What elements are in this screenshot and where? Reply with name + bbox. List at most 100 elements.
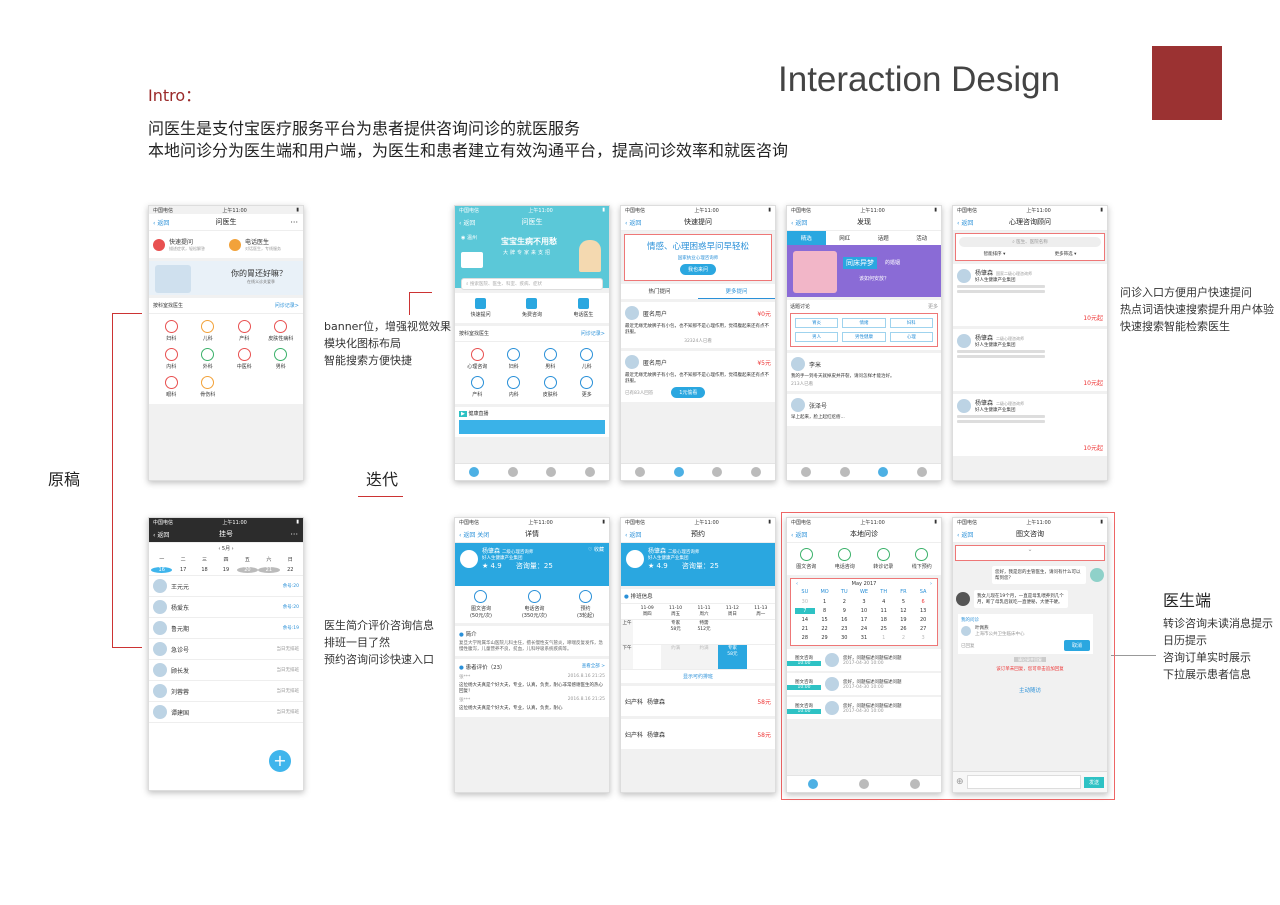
tab-consult[interactable] bbox=[507, 467, 518, 477]
tab-consult[interactable] bbox=[839, 467, 850, 477]
phone-doctor-button[interactable]: 电话医生对话医生，专线服务 bbox=[229, 237, 299, 252]
question-card[interactable]: 匿名用户¥5元 最近无缘无故脾子有小包，也不知那不是心理作用，觉得腹起来还有点不… bbox=[621, 351, 775, 402]
tab-home[interactable] bbox=[807, 779, 818, 789]
calendar-day[interactable]: 20 bbox=[919, 617, 927, 623]
doctor-row[interactable]: 杨爱东余号:20 bbox=[149, 597, 303, 618]
tab-mine[interactable] bbox=[584, 467, 595, 477]
calendar-day[interactable]: 9 bbox=[842, 608, 846, 614]
consult-action[interactable]: 转诊记录 bbox=[873, 548, 893, 570]
topic-tag[interactable]: 情绪 bbox=[842, 318, 886, 328]
follow-up-button[interactable]: 主动随访 bbox=[1018, 688, 1041, 694]
question-card[interactable]: 匿名用户¥0元 最近无缘无故脾子有小包，也不知那不是心理作用，觉得腹起来还有点不… bbox=[621, 302, 775, 348]
calendar-day[interactable]: 21 bbox=[801, 626, 809, 632]
calendar-day[interactable]: 28 bbox=[801, 635, 809, 641]
calendar-day[interactable]: 11 bbox=[880, 608, 887, 614]
patient-card[interactable]: 我的问诊 叶佩燕上海市公共卫生临床中心 已回复取消 bbox=[958, 614, 1093, 654]
quick-ask-button[interactable]: 快速提问描述症状，轻松解答 bbox=[153, 237, 223, 252]
tab-message[interactable] bbox=[858, 779, 869, 789]
topic-tag[interactable]: 男人 bbox=[795, 332, 839, 342]
back-button[interactable]: ‹ 返回 bbox=[957, 219, 974, 227]
calendar-day[interactable]: 7 bbox=[795, 608, 815, 614]
topic-tag[interactable]: 心理 bbox=[889, 332, 933, 342]
department-item[interactable]: 儿科 bbox=[569, 348, 606, 370]
back-button[interactable]: ‹ 返回 bbox=[791, 531, 808, 539]
day-cell[interactable]: 16 bbox=[151, 567, 173, 573]
department-item[interactable]: 内科 bbox=[153, 348, 190, 370]
department-item[interactable]: 男科 bbox=[263, 348, 300, 370]
doctor-row[interactable]: 刘蓉蓉当日无排班 bbox=[149, 681, 303, 702]
calendar-day[interactable]: 15 bbox=[821, 617, 828, 623]
tab-discover[interactable] bbox=[878, 467, 889, 477]
department-item[interactable]: 心理咨询 bbox=[459, 348, 496, 370]
department-item[interactable]: 产科 bbox=[459, 376, 496, 398]
plus-icon[interactable]: ⊕ bbox=[956, 777, 964, 787]
tab-discover[interactable] bbox=[546, 467, 557, 477]
record-link[interactable]: 问诊记录> bbox=[580, 331, 605, 337]
back-button[interactable]: ‹ 返回 bbox=[791, 219, 808, 227]
calendar-day[interactable]: 6 bbox=[921, 599, 925, 605]
department-item[interactable]: 外科 bbox=[190, 348, 227, 370]
department-item[interactable]: 内科 bbox=[496, 376, 533, 398]
calendar-day[interactable]: 4 bbox=[882, 599, 886, 605]
post-card[interactable]: 张泽号 早上起来，脸上起红疙瘩... bbox=[787, 394, 941, 426]
department-item[interactable]: 妇科 bbox=[496, 348, 533, 370]
calendar-day[interactable]: 26 bbox=[900, 626, 907, 632]
send-button[interactable]: 发送 bbox=[1083, 776, 1104, 788]
month-switcher[interactable]: ‹ 5月 › bbox=[218, 546, 234, 552]
day-cell[interactable]: 17 bbox=[179, 567, 187, 573]
calendar-day[interactable]: 25 bbox=[880, 626, 887, 632]
more-icon[interactable]: ··· bbox=[290, 217, 298, 227]
doctor-row[interactable]: 急诊号当日无排班 bbox=[149, 639, 303, 660]
tab-more[interactable]: 更多提问 bbox=[698, 284, 775, 299]
action-item[interactable]: 免费咨询 bbox=[522, 298, 542, 318]
tab-home[interactable] bbox=[469, 467, 480, 477]
doctor-row[interactable]: 鲁元期余号:19 bbox=[149, 618, 303, 639]
promo-banner[interactable]: 你的胃还好嘛？ 在线义诊关爱季 bbox=[149, 261, 303, 295]
back-button[interactable]: ‹ 返回 bbox=[957, 531, 974, 539]
calendar-day[interactable]: 17 bbox=[860, 617, 868, 623]
service-item[interactable]: 图文咨询(50元/次) bbox=[470, 590, 492, 619]
show-schedule-link[interactable]: 显示可约排班 bbox=[621, 669, 775, 683]
city-selector[interactable]: ◉ 温州 bbox=[461, 235, 477, 241]
peek-button[interactable]: 1元偷看 bbox=[671, 387, 706, 398]
back-button[interactable]: ‹ 返回 关闭 bbox=[459, 531, 490, 539]
discover-tab[interactable]: 精选 bbox=[787, 231, 826, 245]
calendar-day[interactable]: 27 bbox=[919, 626, 927, 632]
department-item[interactable]: 眼科 bbox=[153, 376, 190, 398]
service-item[interactable]: 电话咨询(350元/次) bbox=[522, 590, 547, 619]
record-link[interactable]: 问诊记录> bbox=[274, 303, 299, 309]
calendar-day[interactable]: 30 bbox=[841, 635, 848, 641]
tab-mine[interactable] bbox=[750, 467, 761, 477]
back-button[interactable]: ‹ 返回 bbox=[153, 219, 170, 227]
filter-dropdown[interactable]: 更多筛选 ▾ bbox=[1054, 252, 1077, 257]
view-all-reviews-link[interactable]: 查看全部 > bbox=[581, 664, 605, 669]
calendar-day[interactable]: 19 bbox=[900, 617, 907, 623]
calendar-day[interactable]: 13 bbox=[919, 608, 927, 614]
discover-banner[interactable]: 同床异梦 的婚姻 该如何安放？ bbox=[787, 245, 941, 297]
discover-tab[interactable]: 话题 bbox=[877, 236, 889, 242]
back-button[interactable]: ‹ 返回 bbox=[625, 531, 642, 539]
search-input[interactable]: ⌕ 医生、医院名称 bbox=[959, 237, 1101, 247]
department-item[interactable]: 男科 bbox=[532, 348, 569, 370]
tab-mine[interactable] bbox=[910, 779, 921, 789]
search-input[interactable]: ⌕ 搜索医院、医生、科室、疾病、症状 bbox=[461, 278, 603, 290]
ask-button[interactable]: 我也来问 bbox=[679, 264, 716, 275]
calendar-day[interactable]: 3 bbox=[921, 635, 925, 641]
department-item[interactable]: 产科 bbox=[226, 320, 263, 342]
calendar-day[interactable]: 5 bbox=[901, 599, 906, 605]
tab-mine[interactable] bbox=[916, 467, 927, 477]
day-cell[interactable]: 18 bbox=[201, 567, 208, 573]
tab-home[interactable] bbox=[635, 467, 646, 477]
tab-discover[interactable] bbox=[712, 467, 723, 477]
department-item[interactable]: 更多 bbox=[569, 376, 606, 398]
prev-month-icon[interactable]: ‹ bbox=[796, 581, 798, 587]
tab-hot[interactable]: 热门提问 bbox=[648, 289, 671, 295]
